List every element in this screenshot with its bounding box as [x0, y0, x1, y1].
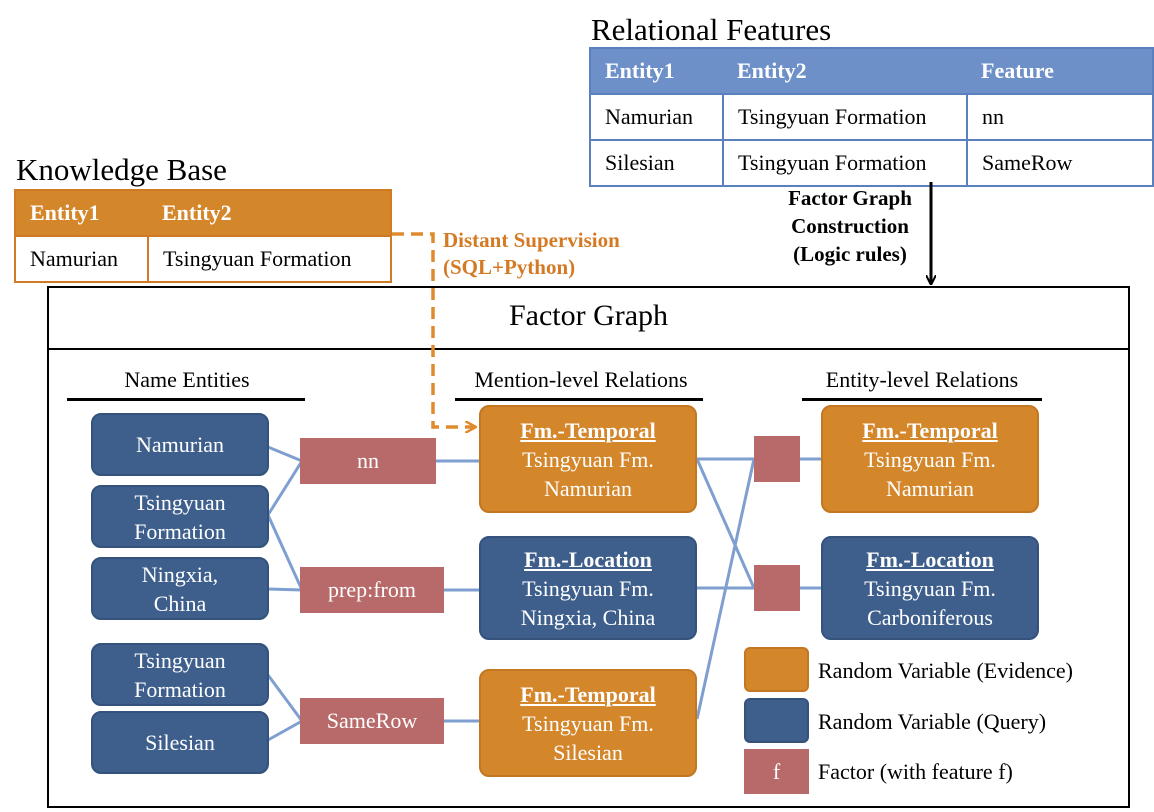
entity-node: Tsingyuan Formation — [91, 485, 269, 548]
entity-node: Namurian — [91, 413, 269, 476]
construction-line: Construction — [791, 214, 909, 238]
factor-graph-frame — [47, 286, 1130, 808]
entity-node: Ningxia, China — [91, 557, 269, 620]
entity-label: Ningxia, — [141, 561, 219, 587]
relation-arg: Tsingyuan Fm. — [864, 575, 996, 601]
relation-arg: Silesian — [553, 739, 623, 765]
entity-relation-node: Fm.-Location Tsingyuan Fm. Carboniferous — [821, 536, 1039, 640]
mention-relation-node: Fm.-Temporal Tsingyuan Fm. Namurian — [479, 405, 697, 513]
factor-graph-construction-label: Factor Graph Construction (Logic rules) — [760, 184, 940, 268]
factor-node — [754, 565, 800, 611]
table-cell: nn — [966, 93, 1154, 141]
relation-type: Fm.-Temporal — [862, 417, 998, 443]
distant-supervision-label: Distant Supervision (SQL+Python) — [443, 227, 620, 281]
factor-graph-title: Factor Graph — [508, 299, 669, 332]
relation-type: Fm.-Location — [866, 546, 994, 572]
relation-type: Fm.-Temporal — [520, 417, 656, 443]
construction-line: (Logic rules) — [793, 242, 907, 266]
relation-arg: Carboniferous — [867, 604, 993, 630]
heading-underline — [455, 398, 703, 401]
distant-supervision-line: (SQL+Python) — [443, 255, 576, 279]
graph-edges — [266, 445, 821, 742]
relation-arg: Namurian — [886, 475, 974, 501]
relation-arg: Tsingyuan Fm. — [522, 575, 654, 601]
table-cell: Tsingyuan Formation — [147, 235, 392, 283]
relation-type: Fm.-Location — [524, 546, 652, 572]
entity-label: Formation — [134, 676, 226, 702]
heading-underline — [67, 398, 305, 401]
factor-node: SameRow — [300, 698, 444, 744]
factor-node: prep:from — [300, 567, 444, 613]
column-header: Entity1 — [590, 48, 723, 94]
factor-node — [754, 436, 800, 482]
relation-type: Fm.-Temporal — [520, 681, 656, 707]
column-header: Entity2 — [148, 190, 391, 236]
table-cell: SameRow — [966, 139, 1154, 187]
heading-underline — [802, 398, 1042, 401]
legend-evidence-label: Random Variable (Evidence) — [818, 658, 1073, 683]
table-cell: Tsingyuan Formation — [722, 139, 968, 187]
entity-label: Silesian — [145, 730, 215, 755]
entity-node: Tsingyuan Formation — [91, 643, 269, 706]
relation-arg: Tsingyuan Fm. — [864, 446, 996, 472]
entity-relations-heading: Entity-level Relations — [825, 367, 1019, 392]
knowledge-base-title: Knowledge Base — [16, 152, 227, 187]
table-row: Namurian Tsingyuan Formation nn — [589, 93, 1154, 141]
entity-label: Tsingyuan — [134, 647, 226, 673]
entity-relation-node: Fm.-Temporal Tsingyuan Fm. Namurian — [821, 405, 1039, 513]
table-row: Namurian Tsingyuan Formation — [14, 235, 392, 283]
entity-node: Silesian — [91, 711, 269, 774]
relation-arg: Namurian — [544, 475, 632, 501]
entity-label: Tsingyuan — [134, 489, 226, 515]
legend-query-label: Random Variable (Query) — [818, 709, 1047, 734]
mention-relation-node: Fm.-Location Tsingyuan Fm. Ningxia, Chin… — [479, 536, 697, 640]
legend-evidence-swatch — [744, 647, 809, 692]
legend-query-swatch — [744, 698, 809, 743]
knowledge-base-table: Entity1 Entity2 Namurian Tsingyuan Forma… — [14, 189, 392, 283]
column-header: Entity2 — [723, 48, 967, 94]
distant-supervision-line: Distant Supervision — [443, 228, 620, 252]
table-row: Silesian Tsingyuan Formation SameRow — [589, 139, 1154, 187]
relational-features-title: Relational Features — [591, 12, 832, 47]
relational-features-table: Entity1 Entity2 Feature Namurian Tsingyu… — [589, 47, 1154, 187]
table-cell: Tsingyuan Formation — [722, 93, 968, 141]
factor-graph-header: Factor Graph — [47, 286, 1130, 350]
name-entities-heading: Name Entities — [124, 367, 250, 392]
legend-factor-swatch: f — [744, 749, 809, 794]
relation-arg: Tsingyuan Fm. — [522, 710, 654, 736]
table-cell: Namurian — [14, 235, 149, 283]
mention-relations-heading: Mention-level Relations — [474, 367, 688, 392]
distant-supervision-arrow — [392, 232, 475, 427]
entity-label: China — [153, 590, 207, 616]
column-header: Feature — [967, 48, 1153, 94]
entity-label: Formation — [134, 518, 226, 544]
column-header: Entity1 — [15, 190, 148, 236]
relation-arg: Ningxia, China — [520, 604, 656, 630]
legend-factor-label: Factor (with feature f) — [818, 759, 1013, 784]
relation-arg: Tsingyuan Fm. — [522, 446, 654, 472]
entity-label: Namurian — [136, 432, 224, 457]
construction-line: Factor Graph — [788, 186, 912, 210]
mention-relation-node: Fm.-Temporal Tsingyuan Fm. Silesian — [479, 669, 697, 777]
table-header-row: Entity1 Entity2 Feature — [590, 48, 1153, 94]
table-cell: Silesian — [589, 139, 724, 187]
table-cell: Namurian — [589, 93, 724, 141]
table-header-row: Entity1 Entity2 — [15, 190, 391, 236]
factor-node: nn — [300, 438, 436, 484]
